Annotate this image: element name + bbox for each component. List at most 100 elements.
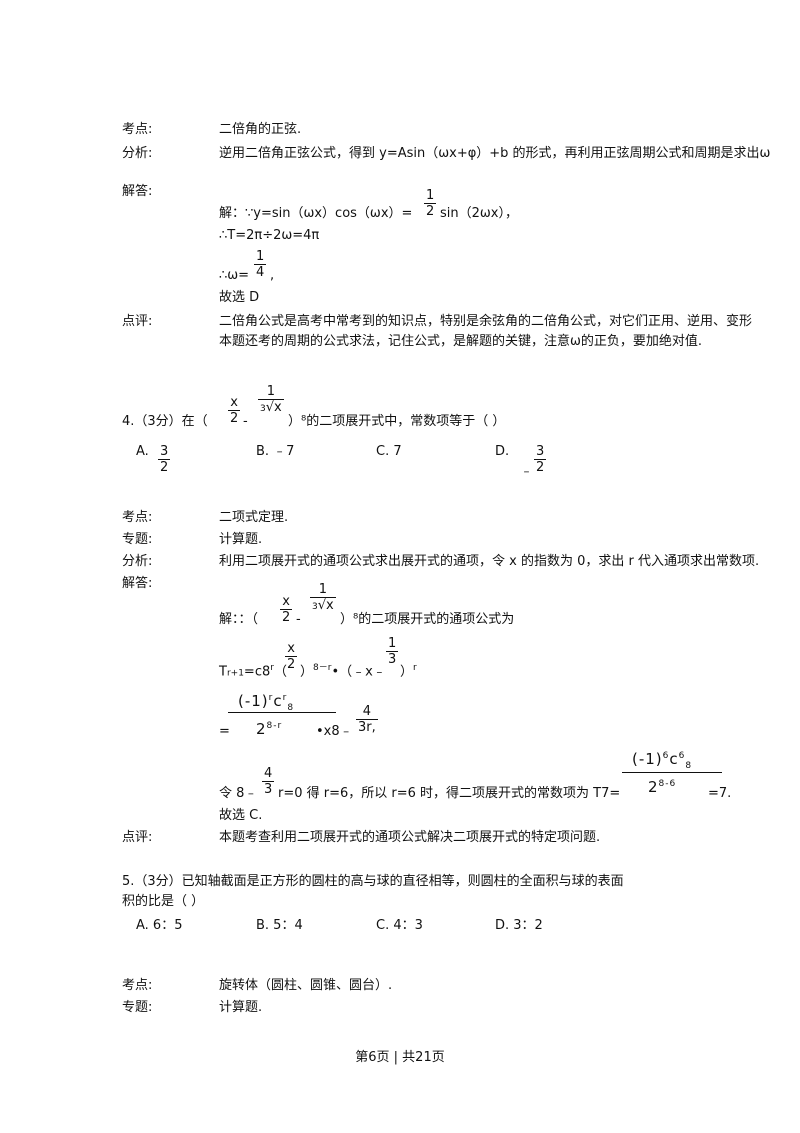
superscript: 6	[662, 751, 670, 761]
step3-mid: •x8﹣	[316, 724, 353, 739]
superscript: r	[413, 663, 417, 673]
subscript: 8	[287, 703, 295, 713]
text: •（﹣x﹣	[331, 664, 386, 680]
option-d-label: D.	[495, 444, 510, 459]
superscript: 8-r	[266, 721, 283, 731]
q4-fraction-1-over-cbrt-x: 1 3√x	[258, 384, 284, 417]
denominator: 2	[534, 459, 547, 475]
step1-prefix: 解：：（	[219, 612, 259, 627]
denominator: 2	[158, 459, 171, 475]
subscript: r+1	[226, 668, 244, 679]
fenxi-label: 分析:	[122, 554, 153, 569]
step4-text: r=0 得 r=6，所以 r=6 时，得二项展开式的常数项为 T7=	[278, 786, 621, 801]
radicand: x	[274, 400, 282, 415]
kaodian-text: 旋转体（圆柱、圆锥、圆台）.	[219, 978, 393, 993]
solution-line-4: 故选 D	[219, 290, 260, 305]
fraction-quarter: 1 4	[254, 249, 267, 280]
denominator: 3	[262, 781, 275, 797]
dianping-text: 本题考查利用二项展开式的通项公式解决二项展开式的特定项问题.	[219, 830, 601, 845]
q4-fraction-x-over-2: x 2	[228, 395, 241, 426]
step2-mid: ）8－r•（﹣x﹣	[300, 660, 386, 680]
solution-line-2: ∴T=2π÷2ω=4π	[219, 228, 320, 243]
kaodian-text: 二项式定理.	[219, 510, 289, 525]
zhuanti-label: 专题:	[122, 1000, 153, 1015]
dianping-label: 点评:	[122, 830, 153, 845]
step4-denominator: 28-6	[648, 776, 676, 795]
superscript: 6	[678, 751, 686, 761]
page-footer: 第6页 | 共21页	[355, 1050, 445, 1065]
fraction-half: 1 2	[424, 188, 437, 219]
denominator: 2	[228, 410, 241, 426]
step1-fraction-x-over-2: x 2	[280, 594, 293, 625]
fenxi-label: 分析:	[122, 146, 153, 161]
dianping-line-2: 本题还考的周期的公式求法，记住公式，是解题的关键，注意ω的正负，要加绝对值.	[219, 334, 703, 349]
subscript: 8	[685, 761, 693, 771]
option-c: C. 7	[376, 444, 402, 459]
denominator-cbrt: 3√x	[258, 399, 284, 415]
radicand: x	[326, 598, 334, 613]
text: 2	[648, 778, 659, 796]
denominator: 2	[424, 203, 437, 219]
option-b: B. ﹣7	[256, 444, 295, 459]
step2-fraction-1-over-3: 1 3	[386, 636, 399, 667]
text: (-1)	[632, 750, 663, 768]
superscript: 8-6	[658, 779, 677, 789]
kaodian-label: 考点:	[122, 978, 153, 993]
superscript: 8－r	[313, 663, 332, 673]
numerator: 1	[256, 249, 265, 264]
root-index: 3	[260, 404, 266, 414]
text: ）	[300, 664, 314, 680]
text: （	[273, 664, 287, 680]
q5-line-2: 积的比是（ ）	[122, 894, 205, 909]
zhuanti-text: 计算题.	[219, 532, 263, 547]
zhuanti-label: 专题:	[122, 532, 153, 547]
numerator: 1	[426, 188, 435, 203]
step5-line: 故选 C.	[219, 808, 263, 823]
dianping-line-1: 二倍角公式是高考中常考到的知识点，特别是余弦角的二倍角公式，对它们正用、逆用、变…	[219, 314, 753, 329]
zhuanti-text: 计算题.	[219, 1000, 263, 1015]
denominator: 2	[285, 656, 298, 672]
numerator: 1	[318, 582, 327, 597]
numerator: 1	[266, 384, 275, 399]
step1-fraction-cbrt: 1 3√x	[310, 582, 336, 615]
superscript: r	[270, 663, 274, 673]
kaodian-label: 考点:	[122, 510, 153, 525]
step4-result: =7.	[708, 786, 732, 801]
c-symbol: c	[669, 750, 679, 768]
t-symbol: T	[219, 664, 227, 680]
option-c: C. 4：3	[376, 918, 423, 933]
option-b: B. 5：4	[256, 918, 303, 933]
fraction-bar	[622, 772, 722, 773]
numerator: x	[282, 594, 290, 609]
solution-line-3: ∴ω=	[219, 268, 250, 283]
denominator-cbrt: 3√x	[310, 597, 336, 613]
fenxi-text: 逆用二倍角正弦公式，得到 y=Asin（ωx+φ）+b 的形式，再利用正弦周期公…	[219, 146, 771, 161]
minus-sign: -	[243, 414, 248, 429]
kaodian-label: 考点:	[122, 122, 153, 137]
kaodian-text: 二倍角的正弦.	[219, 122, 302, 137]
numerator: 4	[264, 766, 273, 781]
numerator: x	[230, 395, 238, 410]
numerator: 3	[536, 444, 545, 459]
option-a: A. 6：5	[136, 918, 183, 933]
text: 2	[256, 720, 267, 738]
step3-fraction-4-over-3r: 4 3r,	[356, 704, 378, 735]
minus-sign: -	[296, 612, 301, 627]
equals-sign: =	[219, 724, 230, 739]
q4-prefix: 4.（3分）在（	[122, 414, 208, 429]
c-symbol: c	[273, 692, 283, 710]
option-a-fraction: 3 2	[158, 444, 171, 475]
superscript: r	[268, 693, 274, 703]
step2-tail: ）r	[400, 660, 417, 680]
jieda-label: 解答:	[122, 184, 153, 199]
option-d-sign: ﹣	[520, 464, 534, 479]
denominator: 4	[254, 264, 267, 280]
q4-suffix: ）⁸的二项展开式中，常数项等于（ ）	[288, 414, 506, 429]
denominator: 3r,	[356, 719, 378, 735]
fraction-bar	[228, 712, 336, 713]
dianping-label: 点评:	[122, 314, 153, 329]
step1-suffix: ）⁸的二项展开式的通项公式为	[340, 612, 515, 627]
text: ）	[400, 664, 414, 680]
step2-line: Tr+1=c8r（	[219, 660, 287, 681]
denominator: 2	[280, 609, 293, 625]
